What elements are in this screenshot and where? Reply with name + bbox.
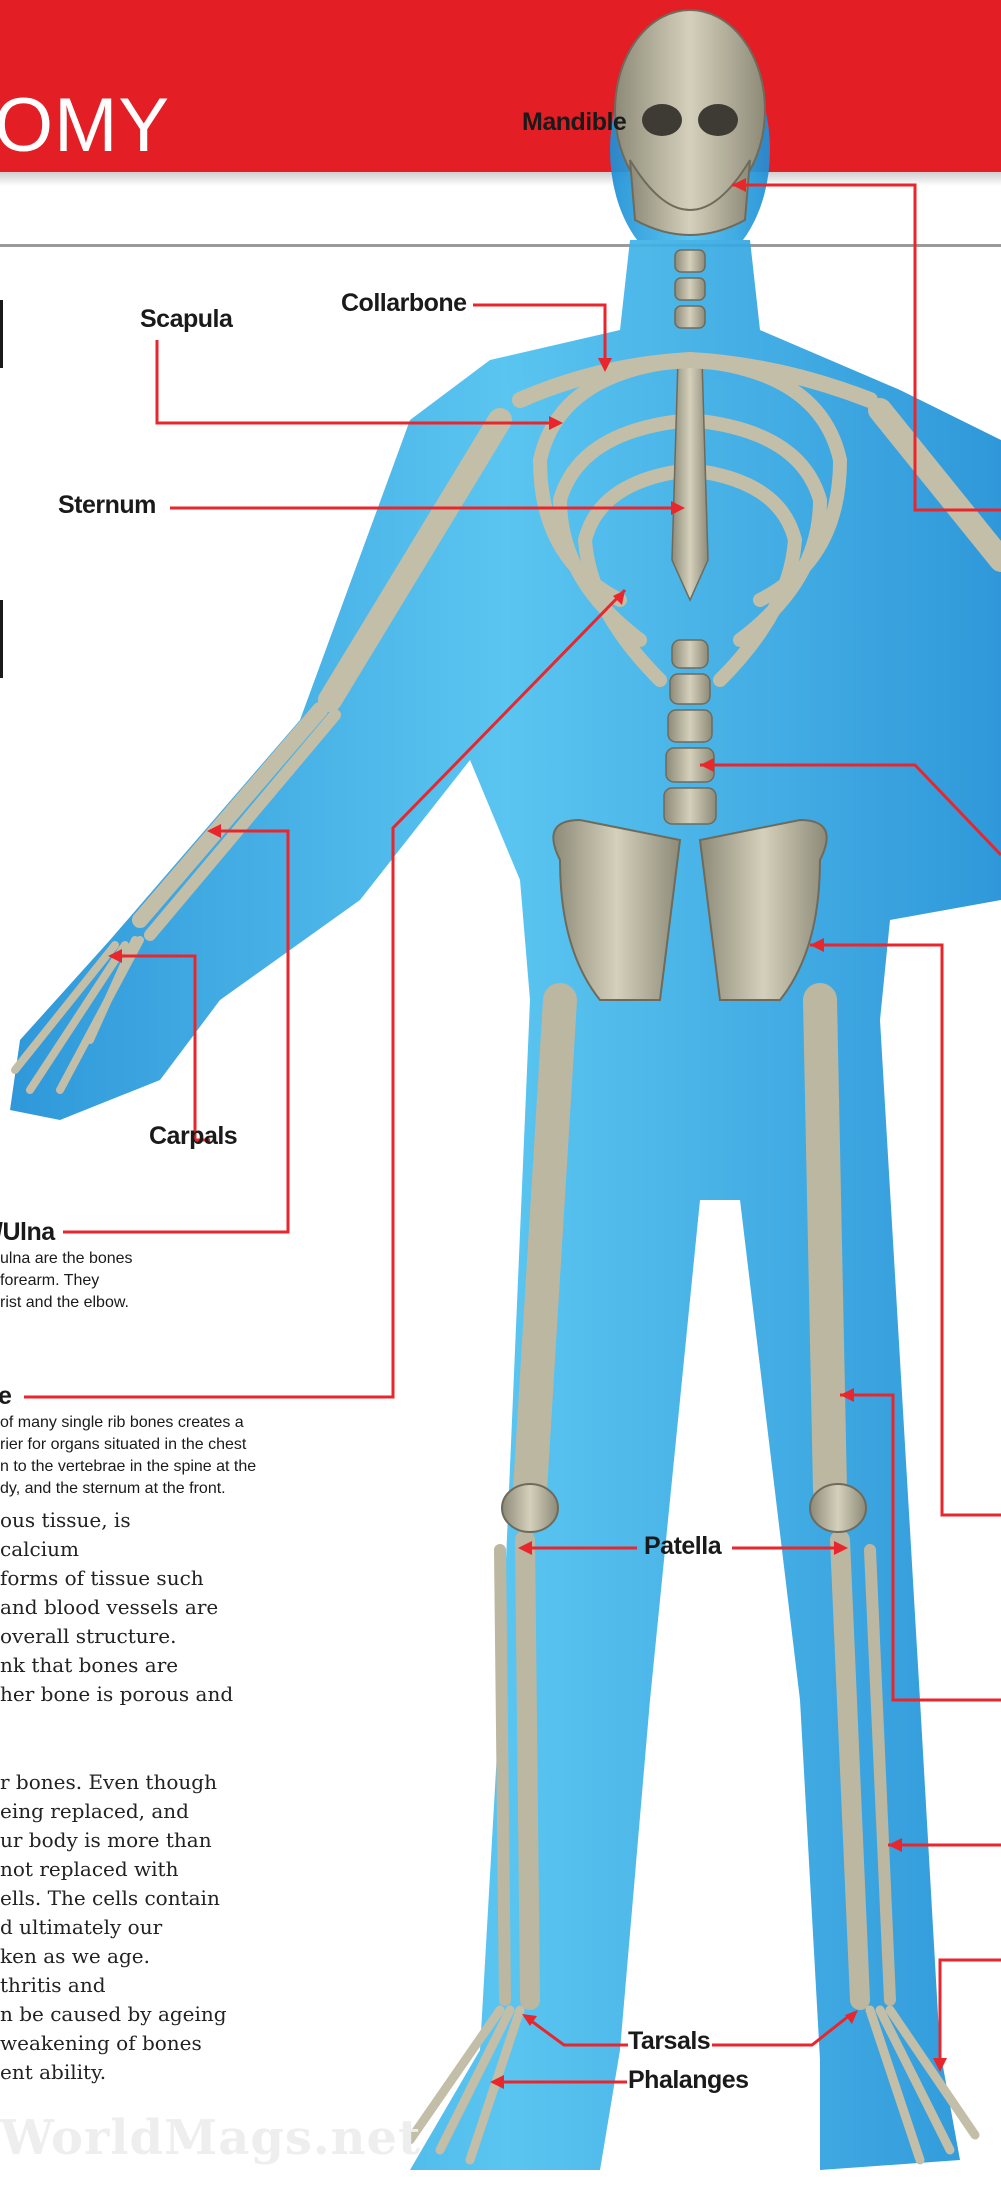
body-text-line: forms of tissue such <box>0 1564 204 1593</box>
label-patella: Patella <box>644 1532 721 1561</box>
rib-cage-line-2: rier for organs situated in the chest <box>0 1434 246 1456</box>
label-phalanges: Phalanges <box>628 2066 749 2095</box>
radius-ulna-line-1: ulna are the bones <box>0 1248 133 1270</box>
skull <box>615 10 765 235</box>
body-text-line: ur body is more than <box>0 1826 212 1855</box>
body-text-line: d ultimately our <box>0 1913 162 1942</box>
body-text-line: ous tissue, is <box>0 1506 131 1535</box>
sternum-bone <box>672 360 708 600</box>
body-text-line: eing replaced, and <box>0 1797 189 1826</box>
body-text-line: overall structure. <box>0 1622 176 1651</box>
label-mandible: Mandible <box>522 108 626 137</box>
radius-ulna-heading: /Ulna <box>0 1218 55 1247</box>
rib-cage-line-4: dy, and the sternum at the front. <box>0 1478 226 1500</box>
radius-ulna-line-2: forearm. They <box>0 1270 99 1292</box>
label-collarbone: Collarbone <box>341 289 467 318</box>
body-text-line: and blood vessels are <box>0 1593 218 1622</box>
label-carpals: Carpals <box>149 1122 237 1151</box>
body-text-line: n be caused by ageing <box>0 2000 227 2029</box>
rib-cage-line-3: n to the vertebrae in the spine at the <box>0 1456 256 1478</box>
body-text-line: calcium <box>0 1535 79 1564</box>
label-sternum: Sternum <box>58 491 156 520</box>
body-text-line: weakening of bones <box>0 2029 202 2058</box>
radius-ulna-line-3: rist and the elbow. <box>0 1292 129 1314</box>
rib-cage-line-1: of many single rib bones creates a <box>0 1412 244 1434</box>
body-text-line: her bone is porous and <box>0 1680 233 1709</box>
rib-cage-heading: e <box>0 1382 11 1411</box>
label-scapula: Scapula <box>140 305 232 334</box>
body-text-line: ent ability. <box>0 2058 106 2087</box>
watermark: WorldMags.net <box>0 2110 421 2166</box>
body-text-line: nk that bones are <box>0 1651 178 1680</box>
body-text-line: r bones. Even though <box>0 1768 217 1797</box>
body-text-line: ells. The cells contain <box>0 1884 220 1913</box>
body-text-line: not replaced with <box>0 1855 178 1884</box>
label-tarsals: Tarsals <box>628 2027 710 2056</box>
body-text-line: thritis and <box>0 1971 106 2000</box>
body-text-line: ken as we age. <box>0 1942 150 1971</box>
